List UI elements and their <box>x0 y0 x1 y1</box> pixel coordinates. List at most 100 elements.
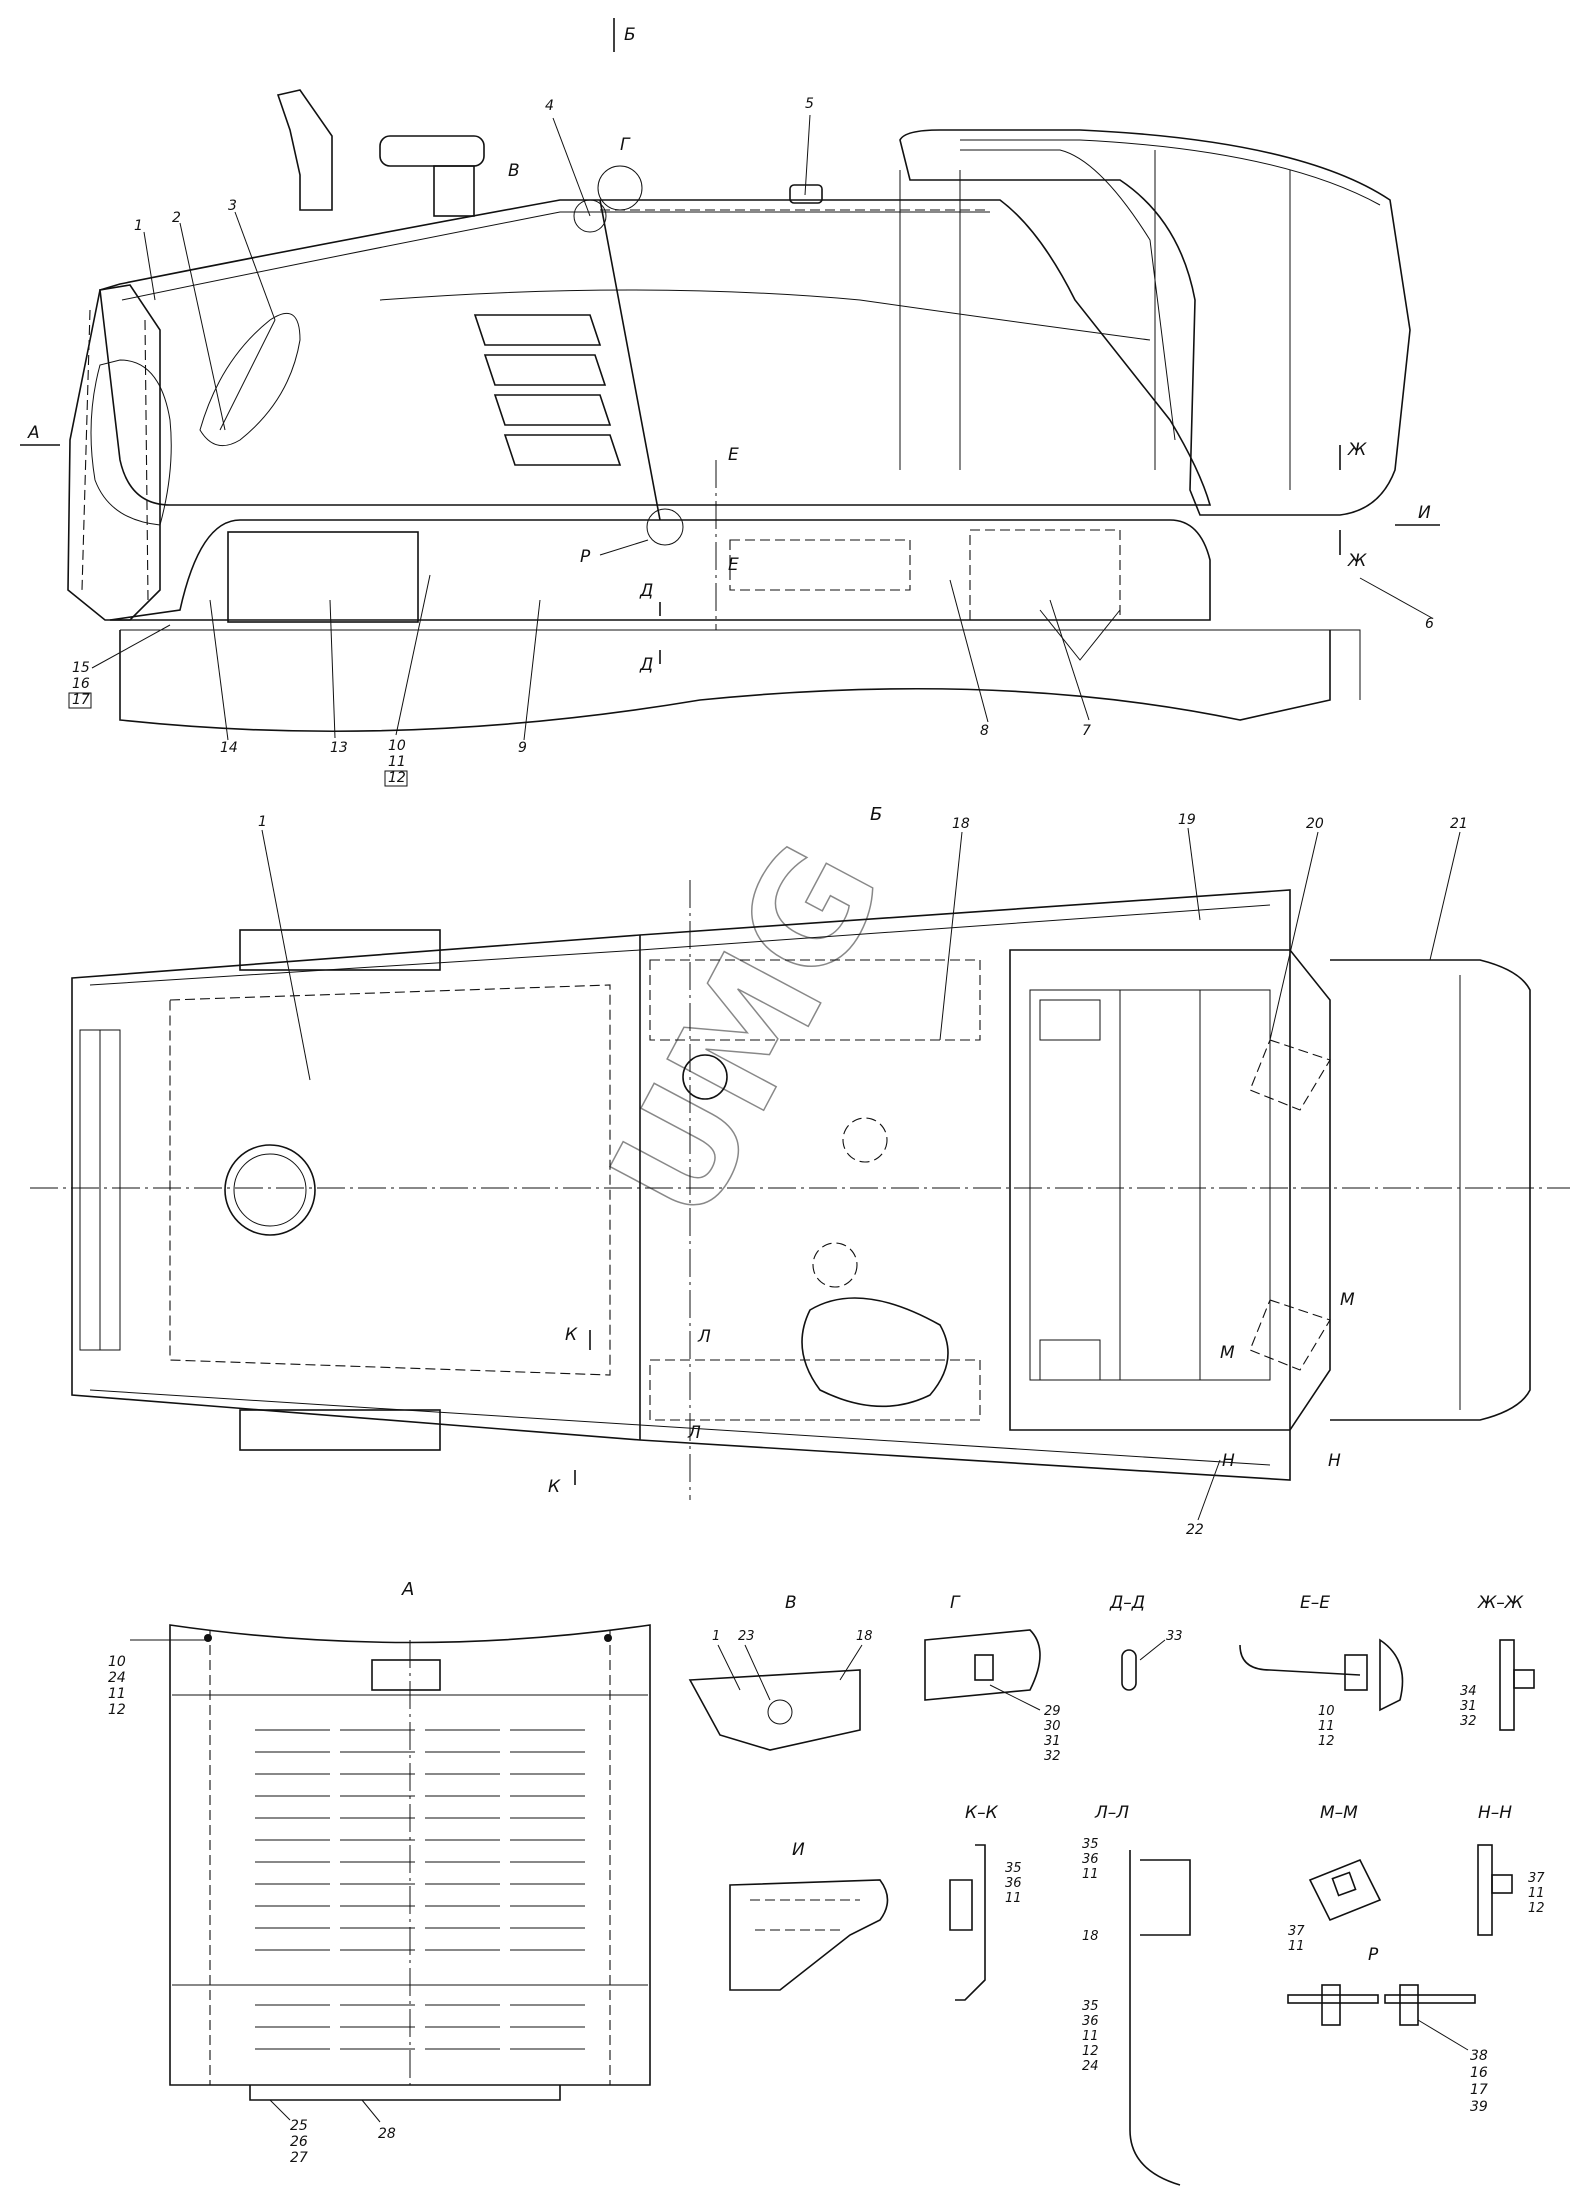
detail-zh-34: 34 <box>1460 1684 1477 1699</box>
callout-6: 6 <box>1425 616 1434 632</box>
detail-ll-24b: 24 <box>1082 2059 1099 2074</box>
front-view: А 10 24 11 12 25 26 27 28 <box>108 1579 651 2166</box>
view-arrow-label-i: И <box>1418 503 1431 523</box>
callout-3: 3 <box>228 198 237 214</box>
detail-ll-35b: 35 <box>1082 1999 1099 2014</box>
callout-4: 4 <box>545 98 554 114</box>
front-stack-11: 11 <box>108 1686 126 1702</box>
lower-frame <box>109 519 1211 621</box>
detail-title-g: Г <box>950 1593 961 1613</box>
front-stack-24: 24 <box>108 1670 126 1686</box>
detail-ee-11: 11 <box>1318 1719 1335 1734</box>
top-view: Б К К <box>30 804 1570 1538</box>
front-stack-10: 10 <box>108 1654 126 1670</box>
cab-roof <box>1009 949 1331 1431</box>
detail-kk-11: 11 <box>1005 1891 1022 1906</box>
mark-v: В <box>508 161 520 181</box>
mark-e-top: Е <box>728 445 739 465</box>
callout-9: 9 <box>518 740 527 756</box>
detail-r-17: 17 <box>1470 2082 1488 2098</box>
side-view: Б <box>20 18 1440 787</box>
front-view-title: А <box>401 1579 414 1600</box>
detail-title-ee: Е–Е <box>1300 1593 1330 1613</box>
detail-v-1: 1 <box>712 1629 720 1644</box>
stack-15: 15 <box>72 660 90 676</box>
detail-r-16: 16 <box>1470 2065 1488 2081</box>
mark-d-top: Д <box>639 581 653 601</box>
detail-ll-36b: 36 <box>1082 2014 1099 2029</box>
front-stack-26: 26 <box>290 2134 308 2150</box>
detail-zh-32: 32 <box>1460 1714 1477 1729</box>
detail-mm-37: 37 <box>1288 1924 1305 1939</box>
mark-zh-top: Ж <box>1347 440 1367 460</box>
detail-title-ll: Л–Л <box>1094 1803 1129 1823</box>
top-view-title: Б <box>870 804 882 825</box>
front-stack-25: 25 <box>290 2118 308 2134</box>
mark-d-bot: Д <box>639 655 653 675</box>
detail-ee-12: 12 <box>1318 1734 1335 1749</box>
watermark: UMG <box>578 817 917 1247</box>
callout-7: 7 <box>1082 723 1091 739</box>
cab-outline <box>899 129 1411 516</box>
mark-e-bot: Е <box>728 555 739 575</box>
stack-16: 16 <box>72 676 90 692</box>
front-callout-28: 28 <box>378 2126 396 2142</box>
detail-g-29: 29 <box>1044 1704 1061 1719</box>
mark-k-bot: К <box>548 1477 561 1497</box>
callout-5: 5 <box>805 96 814 112</box>
detail-g-30: 30 <box>1044 1719 1061 1734</box>
top-callout-18: 18 <box>952 816 970 832</box>
callout-14: 14 <box>220 740 238 756</box>
detail-ll-12b: 12 <box>1082 2044 1099 2059</box>
front-stack-12: 12 <box>108 1702 126 1718</box>
top-callout-1: 1 <box>258 814 267 830</box>
detail-title-v: В <box>785 1593 797 1613</box>
callout-8: 8 <box>980 723 989 739</box>
mark-n-right: Н <box>1328 1451 1341 1471</box>
detail-title-dd: Д–Д <box>1109 1593 1145 1613</box>
detail-v-23: 23 <box>738 1629 755 1644</box>
detail-title-nn: Н–Н <box>1478 1803 1512 1823</box>
top-callout-21: 21 <box>1450 816 1468 832</box>
battery-box <box>227 531 419 623</box>
detail-nn-37: 37 <box>1528 1871 1545 1886</box>
detail-ll-11b: 11 <box>1082 2029 1099 2044</box>
air-cleaner-cap <box>379 135 485 167</box>
detail-title-r: Р <box>1368 1945 1379 1965</box>
detail-nn-11: 11 <box>1528 1886 1545 1901</box>
top-callout-22: 22 <box>1186 1522 1204 1538</box>
mark-zh-bot: Ж <box>1347 551 1367 571</box>
hood-outline <box>99 199 1212 506</box>
stack-10: 10 <box>388 738 406 754</box>
detail-title-i: И <box>792 1840 805 1860</box>
stack-17: 17 <box>72 692 90 708</box>
detail-ll-35a: 35 <box>1082 1837 1099 1852</box>
stack-11: 11 <box>388 754 406 770</box>
detail-ee-10: 10 <box>1318 1704 1335 1719</box>
detail-r-39: 39 <box>1470 2099 1488 2115</box>
detail-g-31: 31 <box>1044 1734 1061 1749</box>
callout-1: 1 <box>134 218 143 234</box>
mark-k-top: К <box>565 1325 578 1345</box>
top-callout-19: 19 <box>1178 812 1196 828</box>
filler-neck <box>224 1144 316 1236</box>
detail-r-38: 38 <box>1470 2048 1488 2064</box>
detail-ll-18: 18 <box>1082 1929 1099 1944</box>
detail-mm-11: 11 <box>1288 1939 1305 1954</box>
detail-ll-11a: 11 <box>1082 1867 1099 1882</box>
detail-views: В 1 23 18 Г 29 30 31 32 Д–Д 33 Е–Е 10 11… <box>688 1593 1545 2186</box>
mark-m-left: М <box>1220 1343 1235 1363</box>
front-slots <box>255 1729 585 2050</box>
detail-ll-36a: 36 <box>1082 1852 1099 1867</box>
mark-l-bot: Л <box>687 1423 701 1443</box>
detail-v-18: 18 <box>856 1629 873 1644</box>
front-grille-panel <box>169 1624 651 2086</box>
stack-12: 12 <box>388 770 406 786</box>
detail-title-mm: М–М <box>1320 1803 1358 1823</box>
exhaust-pipe <box>276 89 333 211</box>
top-callout-20: 20 <box>1306 816 1324 832</box>
detail-dd-33: 33 <box>1166 1629 1183 1644</box>
radiator-grille <box>67 284 161 621</box>
detail-g-32: 32 <box>1044 1749 1061 1764</box>
detail-kk-35: 35 <box>1005 1861 1022 1876</box>
